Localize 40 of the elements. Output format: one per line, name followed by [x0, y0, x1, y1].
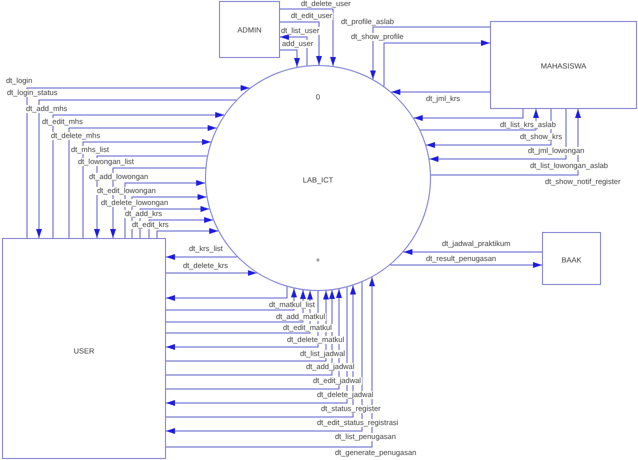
data-flow-arrow — [430, 108, 581, 176]
data-flow-arrow — [166, 254, 238, 260]
data-flow-arrow — [280, 34, 308, 66]
data-flow-arrow — [370, 26, 490, 80]
data-flow-arrow — [166, 290, 329, 362]
data-flow-arrow — [384, 40, 490, 87]
data-flow-arrow — [426, 108, 552, 148]
data-flow-arrow — [36, 100, 237, 238]
data-flow-arrow — [148, 217, 214, 238]
data-flow-arrow — [166, 288, 342, 390]
external-entity-box — [542, 232, 601, 285]
data-flow-arrow — [166, 290, 306, 322]
data-flow-arrow — [166, 276, 375, 448]
data-flow-arrow — [26, 85, 250, 238]
data-flow-arrow — [166, 282, 362, 434]
data-flow-arrow — [52, 112, 225, 238]
data-flow-arrow — [390, 89, 490, 95]
data-flow-arrow — [428, 108, 566, 162]
data-flow-arrow — [140, 206, 210, 238]
data-flow-arrow — [166, 286, 288, 301]
data-flow-arrow — [280, 22, 322, 66]
data-flow-arrow — [166, 290, 335, 376]
data-flow-arrow — [82, 139, 212, 238]
data-flow-arrow — [166, 270, 258, 276]
data-flow-arrow — [402, 249, 542, 255]
data-flow-arrow — [166, 290, 318, 350]
data-flow-arrow — [156, 228, 219, 238]
data-flow-arrow — [110, 168, 206, 238]
external-entity-box — [2, 238, 166, 459]
external-entity-box — [219, 1, 280, 58]
data-flow-arrow — [166, 290, 313, 334]
data-flow-arrow — [413, 108, 524, 121]
external-entity-box — [490, 21, 637, 109]
data-flow-arrow — [390, 262, 542, 268]
data-flow-arrow — [420, 108, 539, 130]
data-flow-arrow — [280, 8, 336, 66]
data-flow-arrow — [280, 50, 300, 68]
data-flow-arrow — [68, 125, 218, 238]
data-flow-arrow — [166, 288, 297, 310]
data-flow-arrow — [94, 156, 208, 238]
